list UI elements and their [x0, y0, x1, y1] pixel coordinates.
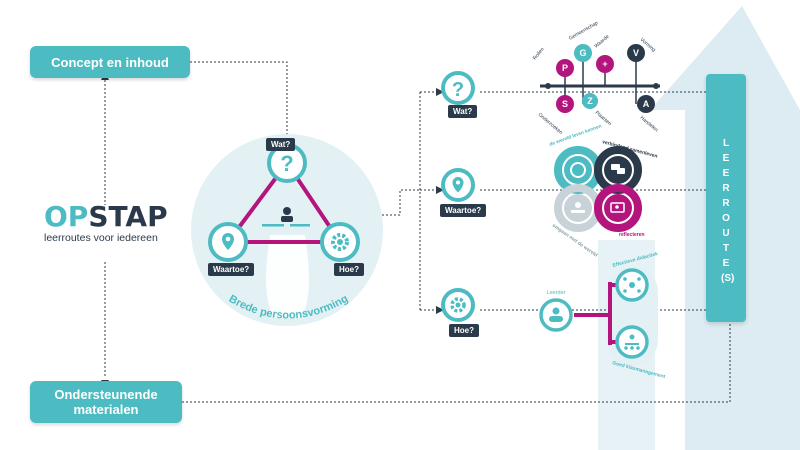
concept-label: Concept en inhoud	[51, 54, 169, 70]
pgsz-label-2: Gemeenschap	[568, 20, 599, 42]
pgsz-label-0: Rollen	[532, 46, 546, 61]
triangle-tag-wat: Wat?	[266, 138, 296, 151]
person-icon	[262, 207, 310, 227]
letter-v: V	[633, 48, 639, 58]
letter-p-circle	[556, 59, 574, 77]
circle-label-bottom-right: reflecteren	[619, 232, 645, 238]
leerroute-label: LEERROUTE(S)	[721, 138, 735, 284]
right-tag-hoe: Hoe?	[449, 324, 479, 337]
letter-v-circle	[627, 44, 645, 62]
waartoe-node	[208, 222, 248, 262]
pgsz-label-4: Waarde	[593, 34, 610, 50]
right-waartoe-icon	[441, 168, 475, 202]
right-wat-icon: ?	[441, 71, 475, 105]
leerder-icon	[539, 298, 573, 332]
letter-a-circle	[637, 95, 655, 113]
letter-s: S	[562, 99, 568, 109]
logo-stap: STAP	[88, 200, 168, 233]
letter-z-circle	[582, 93, 598, 109]
letter-p: P	[562, 63, 568, 73]
pgsz-label-1: Onderzoeken	[537, 112, 564, 136]
letter-a: A	[643, 99, 650, 109]
letter-g: G	[579, 48, 586, 58]
leerroute-bar[interactable]: LEERROUTE(S)	[706, 74, 746, 322]
globe-icon	[570, 162, 586, 178]
letter-z: Z	[587, 96, 593, 106]
pgsz-label-6: Handelen	[639, 115, 659, 133]
letter-plus-circle	[596, 55, 614, 73]
letter-s-circle	[556, 95, 574, 113]
svg-text:?: ?	[452, 79, 464, 101]
hoe-node	[320, 222, 360, 262]
logo-tagline: leerroutes voor iedereen	[44, 232, 158, 244]
letter-plus: +	[602, 59, 607, 69]
right-hoe-icon	[441, 288, 475, 322]
concept-box[interactable]: Concept en inhoud	[30, 46, 190, 78]
logo-op: OP	[44, 200, 89, 233]
right-tag-waartoe: Waartoe?	[440, 204, 487, 217]
hierarchy-icon	[615, 325, 649, 359]
four-circles: de wereld leren kennen verbindend samenl…	[549, 123, 658, 258]
presentation-icon	[610, 202, 625, 213]
svg-text:?: ?	[280, 151, 293, 176]
triangle-circle-bg	[191, 134, 383, 326]
pgsz-timeline: P S G Z + V A Rollen Onderzoeken Gemeens…	[532, 20, 660, 136]
hoe-section: Leerder Effectieve didactiek Goed klasma…	[539, 251, 666, 380]
letter-g-circle	[574, 44, 592, 62]
ondersteunend-label-line2: materialen	[73, 402, 139, 417]
hand-icon	[575, 202, 581, 208]
ondersteunend-box[interactable]: Ondersteunende materialen	[30, 381, 182, 423]
leerder-label: Leerder	[547, 290, 566, 296]
triangle-tag-hoe: Hoe?	[334, 263, 364, 276]
right-tag-wat: Wat?	[448, 105, 478, 118]
wat-node: ?	[267, 143, 307, 183]
connectors	[104, 61, 731, 403]
triangle-tag-waartoe: Waartoe?	[208, 263, 255, 276]
ondersteunend-label-line1: Ondersteunende	[54, 387, 158, 402]
opstap-logo: OPSTAP leerroutes voor iedereen	[44, 200, 168, 245]
